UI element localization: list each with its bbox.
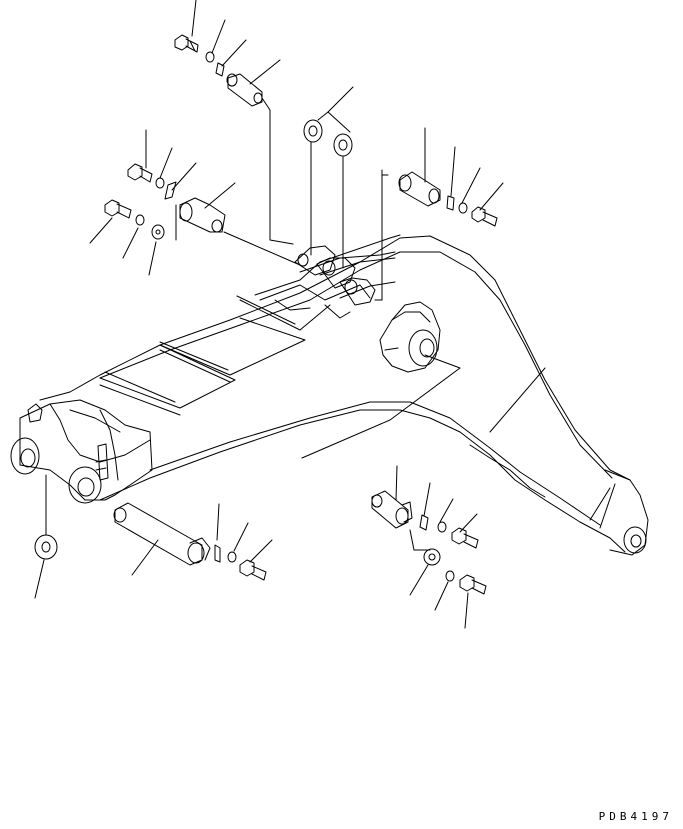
boom-cylinder-boss bbox=[380, 302, 440, 372]
lower-pin-group bbox=[302, 355, 486, 628]
cylinder-mount-bracket bbox=[255, 235, 400, 318]
boom-cylinder-pin-group bbox=[175, 0, 293, 244]
boom-top-ribs bbox=[100, 296, 330, 415]
retaining-bolt bbox=[175, 35, 198, 52]
boom-foot-bracket bbox=[11, 400, 152, 503]
boom-foot-pin-group bbox=[35, 475, 272, 598]
boom bbox=[11, 235, 648, 555]
boom-top-pin-group bbox=[375, 128, 503, 300]
lock-plate bbox=[216, 63, 224, 76]
boom-leader bbox=[490, 368, 545, 432]
drawing-code: PDB4197 bbox=[598, 810, 673, 823]
spacer-shim-pair bbox=[304, 87, 353, 268]
lock-washer bbox=[206, 52, 214, 62]
arm-cylinder-pin-group bbox=[90, 130, 300, 275]
boom-top-boss bbox=[624, 527, 646, 553]
